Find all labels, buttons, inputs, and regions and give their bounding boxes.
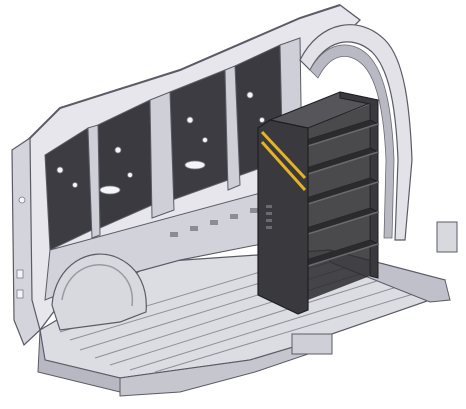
rear-bumper: [119, 344, 322, 397]
door-arch: [299, 24, 413, 241]
pillar-holes: [16, 196, 26, 299]
shelf-side-panel: [257, 119, 309, 315]
rear-step: [291, 333, 333, 355]
wheel-well: [51, 253, 147, 331]
door-bracket: [436, 221, 458, 253]
wheel-well-highlight: [61, 264, 134, 307]
safety-stripes: [260, 130, 307, 192]
door-arch-inner: [309, 44, 395, 239]
shelf-lips: [307, 123, 379, 267]
lower-band-slots: [170, 208, 258, 237]
shelf-back-panel: [308, 104, 370, 300]
rear-door-frame: [299, 24, 413, 241]
wall-details: [56, 91, 265, 195]
left-wall-panel-rear: [169, 69, 229, 201]
van-left-wall: [17, 4, 361, 332]
roof-rail: [17, 4, 341, 151]
side-panel-holes: [266, 205, 272, 229]
shelving-unit: [257, 91, 380, 315]
